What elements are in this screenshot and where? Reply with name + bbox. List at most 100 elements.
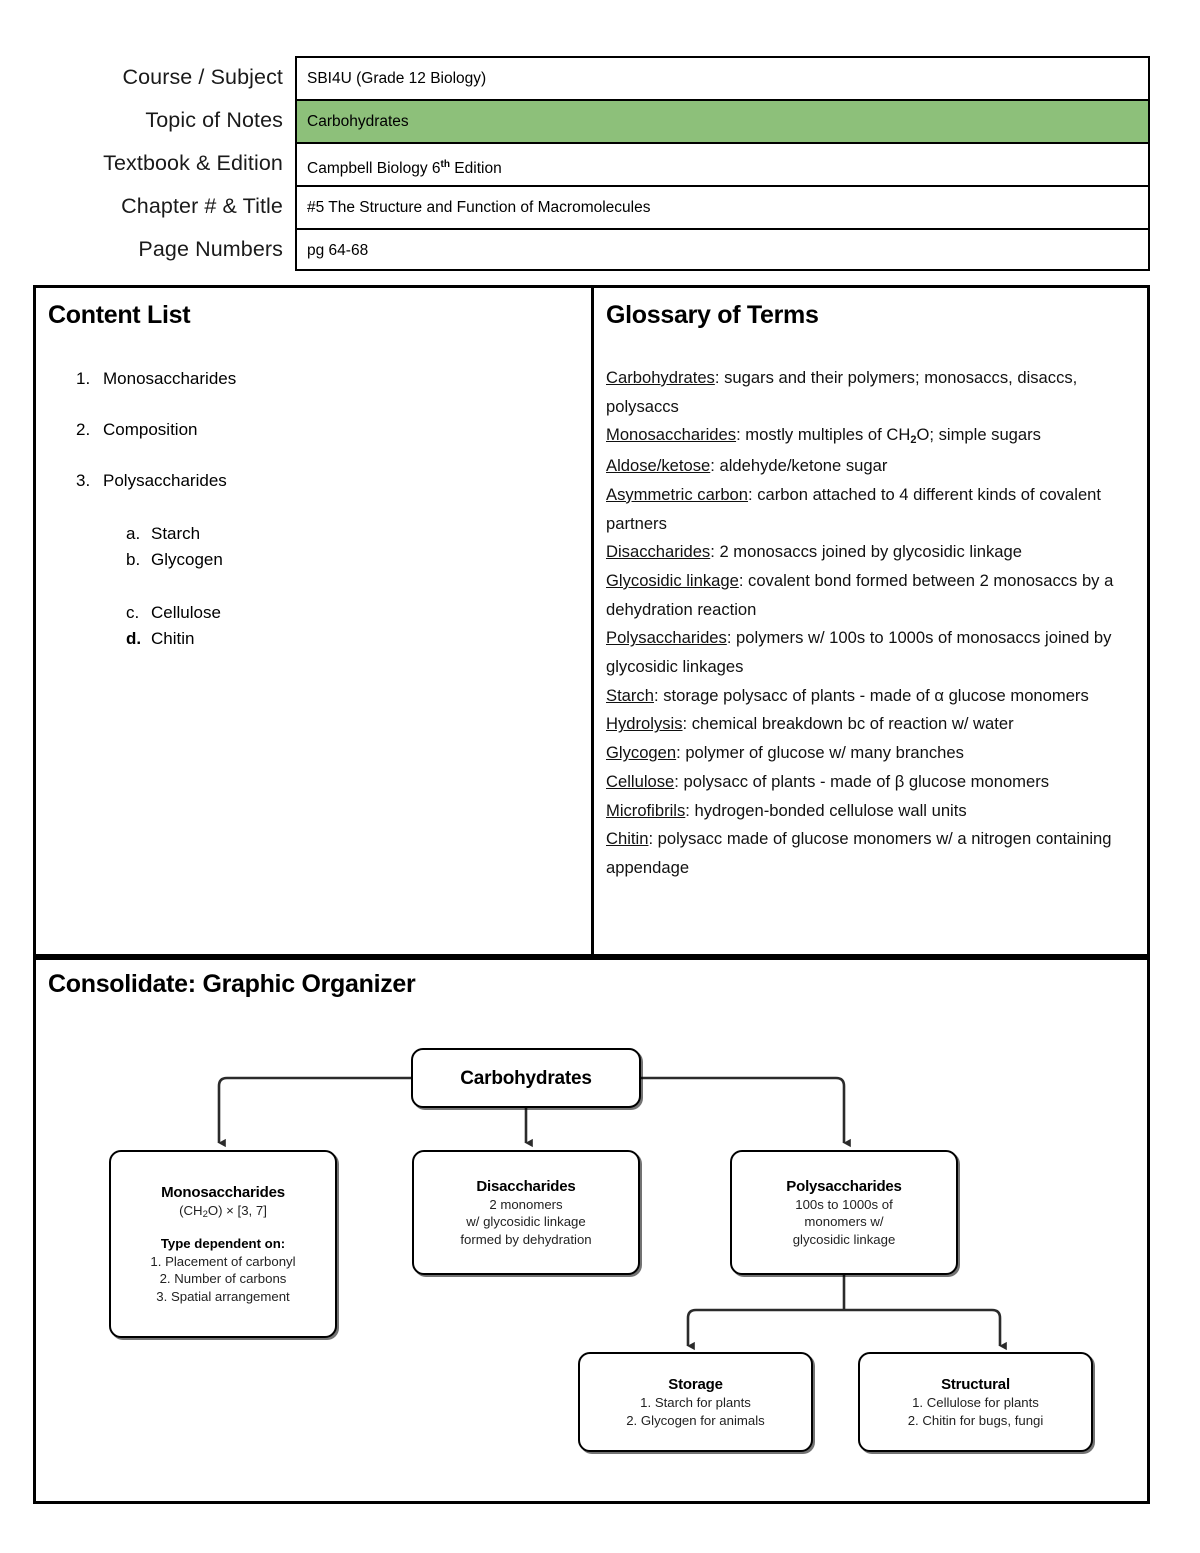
node-subheading: Type dependent on:: [160, 1235, 286, 1251]
list-item-marker: d.: [126, 629, 142, 648]
header-value-topic[interactable]: Carbohydrates: [295, 99, 1150, 142]
glossary-definition: : sugars and their polymers; monosaccs, …: [606, 368, 1078, 416]
glossary-definition: : storage polysacc of plants - made of α…: [653, 685, 1089, 705]
textbook-name: Campbell Biology 6: [307, 160, 441, 178]
glossary-term: Starch: [606, 685, 654, 705]
list-item-label: Chitin: [151, 629, 195, 648]
glossary-term: Glycosidic linkage: [606, 570, 739, 590]
node-line: monomers w/: [804, 1214, 884, 1230]
list-item-marker: 2.: [76, 420, 91, 439]
glossary-term: Chitin: [606, 829, 649, 849]
glossary-term: Asymmetric carbon: [606, 484, 749, 504]
node-line: w/ glycosidic linkage: [466, 1214, 586, 1230]
glossary-term: Carbohydrates: [606, 368, 715, 387]
list-item: d. Chitin: [126, 626, 591, 652]
node-line: 2 monomers: [489, 1196, 563, 1212]
formula-post: O) × [3, 7]: [207, 1203, 267, 1218]
node-title: Structural: [941, 1376, 1010, 1393]
list-item-label: Polysaccharides: [103, 471, 227, 490]
node-line: 100s to 1000s of: [795, 1196, 893, 1212]
diagram-connectors: [217, 1076, 1007, 1351]
list-item-label: Glycogen: [151, 550, 223, 569]
list-item: b. Glycogen: [126, 547, 591, 573]
node-title: Monosaccharides: [161, 1184, 285, 1201]
content-list-title: Content List: [48, 301, 191, 329]
node-title: Disaccharides: [476, 1177, 576, 1195]
node-line: 1. Starch for plants: [640, 1395, 751, 1410]
glossary-entry: Disaccharides: 2 monosaccs joined by gly…: [606, 538, 1143, 567]
node-title: Carbohydrates: [460, 1067, 592, 1089]
list-item-label: Cellulose: [151, 603, 221, 622]
diagram-node-monosaccharides[interactable]: Monosaccharides (CH2O) × [3, 7] Type dep…: [109, 1150, 337, 1338]
list-item-label: Starch: [151, 524, 201, 543]
node-line: 1. Placement of carbonyl: [150, 1253, 296, 1269]
notes-header-table: Course / Subject SBI4U (Grade 12 Biology…: [60, 56, 1150, 271]
list-item-marker: a.: [126, 524, 141, 543]
list-item-label: Composition: [103, 420, 198, 439]
glossary-entry: Cellulose: polysacc of plants - made of …: [606, 768, 1143, 797]
header-value-pages[interactable]: pg 64-68: [295, 228, 1150, 271]
header-row-course: Course / Subject SBI4U (Grade 12 Biology…: [60, 56, 1150, 99]
header-value-chapter[interactable]: #5 The Structure and Function of Macromo…: [295, 185, 1150, 228]
glossary-title: Glossary of Terms: [606, 301, 819, 329]
list-item: 2. Composition: [76, 419, 591, 441]
header-row-topic: Topic of Notes Carbohydrates: [60, 99, 1150, 142]
glossary-entry: Carbohydrates: sugars and their polymers…: [606, 364, 1143, 421]
list-item: c. Cellulose: [126, 600, 591, 626]
diagram-node-disaccharides[interactable]: Disaccharides 2 monomers w/ glycosidic l…: [412, 1150, 640, 1275]
diagram-node-storage[interactable]: Storage 1. Starch for plants 2. Glycogen…: [578, 1352, 813, 1452]
header-row-pages: Page Numbers pg 64-68: [60, 228, 1150, 271]
header-value-textbook[interactable]: Campbell Biology 6th Edition: [295, 142, 1150, 185]
glossary-definition: : hydrogen-bonded cellulose wall units: [685, 800, 967, 820]
header-label-chapter: Chapter # & Title: [121, 194, 283, 218]
glossary-entry: Aldose/ketose: aldehyde/ketone sugar: [606, 452, 1143, 481]
graphic-organizer-panel: Consolidate: Graphic Organizer: [33, 957, 1150, 1504]
notes-middle-panel: Content List 1. Monosaccharides 2. Compo…: [33, 285, 1150, 957]
glossary-term: Microfibrils: [606, 800, 686, 820]
glossary-definition: : 2 monosaccs joined by glycosidic linka…: [710, 542, 1022, 562]
glossary-definition: : polymer of glucose w/ many branches: [676, 743, 964, 763]
content-list-items: 1. Monosaccharides 2. Composition 3. Pol…: [48, 368, 591, 652]
glossary-term: Polysaccharides: [606, 628, 727, 648]
node-line: glycosidic linkage: [792, 1231, 896, 1247]
glossary-definition: : mostly multiples of CH: [736, 425, 911, 445]
glossary-definition: : covalent bond formed between 2 monosac…: [606, 570, 1114, 619]
content-list-section: Content List 1. Monosaccharides 2. Compo…: [36, 288, 591, 954]
formula-subscript: 2: [202, 1209, 208, 1220]
header-value-course[interactable]: SBI4U (Grade 12 Biology): [295, 56, 1150, 99]
list-item: 3. Polysaccharides: [76, 470, 591, 492]
glossary-entry: Asymmetric carbon: carbon attached to 4 …: [606, 481, 1143, 538]
glossary-term: Hydrolysis: [606, 714, 683, 734]
glossary-entry: Microfibrils: hydrogen-bonded cellulose …: [606, 797, 1143, 826]
list-item-marker: c.: [126, 603, 140, 622]
glossary-section: Glossary of Terms Carbohydrates: sugars …: [594, 288, 1153, 954]
list-item-marker: b.: [126, 550, 141, 569]
list-item-marker: 3.: [76, 471, 91, 490]
glossary-entries: Carbohydrates: sugars and their polymers…: [606, 364, 1143, 883]
list-item: a. Starch: [126, 521, 591, 547]
glossary-term: Disaccharides: [606, 542, 711, 562]
diagram-node-polysaccharides[interactable]: Polysaccharides 100s to 1000s of monomer…: [730, 1150, 958, 1275]
glossary-term: Monosaccharides: [606, 425, 737, 445]
glossary-term: Cellulose: [606, 771, 675, 791]
formula-subscript: 2: [910, 434, 917, 447]
glossary-term: Glycogen: [606, 743, 677, 763]
header-label-topic: Topic of Notes: [145, 108, 283, 132]
glossary-definition-cont: O; simple sugars: [916, 425, 1041, 445]
node-title: Polysaccharides: [786, 1177, 902, 1195]
sublist-gap: [126, 573, 591, 600]
node-line: 1. Cellulose for plants: [912, 1395, 1039, 1410]
glossary-definition: : aldehyde/ketone sugar: [710, 456, 888, 476]
header-label-pages: Page Numbers: [138, 237, 283, 261]
glossary-entry: Glycosidic linkage: covalent bond formed…: [606, 567, 1143, 624]
panel-vertical-divider: [591, 288, 594, 954]
glossary-entry: Hydrolysis: chemical breakdown bc of rea…: [606, 710, 1143, 739]
header-row-textbook: Textbook & Edition Campbell Biology 6th …: [60, 142, 1150, 185]
diagram-node-structural[interactable]: Structural 1. Cellulose for plants 2. Ch…: [858, 1352, 1093, 1452]
node-line: 3. Spatial arrangement: [156, 1288, 290, 1304]
node-title: Storage: [668, 1376, 723, 1393]
glossary-entry: Polysaccharides: polymers w/ 100s to 100…: [606, 624, 1143, 681]
glossary-definition: : polysacc of plants - made of β glucose…: [674, 771, 1050, 791]
diagram-node-carbohydrates[interactable]: Carbohydrates: [411, 1048, 641, 1108]
list-item-marker: 1.: [76, 369, 91, 388]
